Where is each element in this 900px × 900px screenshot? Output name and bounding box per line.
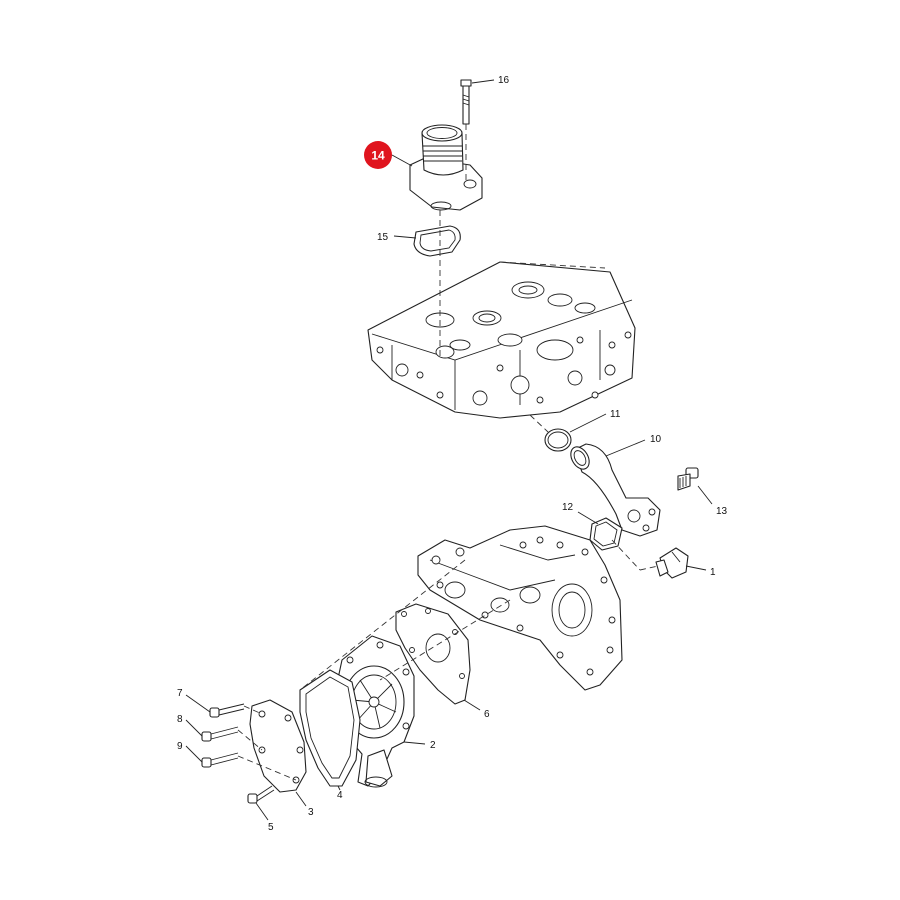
cylinder-head-assembly <box>367 261 636 419</box>
callout-12[interactable]: 12 <box>562 502 574 513</box>
highlight-label: 14 <box>371 149 385 163</box>
part-10-water-pipe[interactable] <box>567 443 661 537</box>
callout-4[interactable]: 4 <box>337 790 343 801</box>
leader-lines <box>185 79 713 821</box>
callout-5[interactable]: 5 <box>268 822 274 833</box>
part-9-bolt[interactable] <box>201 752 239 768</box>
callout-11[interactable]: 11 <box>610 409 621 420</box>
part-4-gasket[interactable] <box>299 669 361 787</box>
callout-15[interactable]: 15 <box>377 232 389 243</box>
callout-10[interactable]: 10 <box>650 434 662 445</box>
part-5-bolt[interactable] <box>247 785 275 804</box>
callout-3[interactable]: 3 <box>308 807 314 818</box>
assembly-lines <box>237 124 659 781</box>
part-6-gasket[interactable] <box>395 603 471 705</box>
part-1-fitting[interactable] <box>655 547 689 579</box>
part-15-gasket[interactable] <box>413 225 461 257</box>
part-3-cover[interactable] <box>249 699 307 793</box>
part-7-bolt[interactable] <box>209 703 245 718</box>
callout-6[interactable]: 6 <box>484 709 490 720</box>
part-14-thermostat-housing[interactable] <box>409 124 483 211</box>
part-11-o-ring[interactable] <box>544 428 572 452</box>
callout-7[interactable]: 7 <box>177 688 183 699</box>
part-16-bolt[interactable] <box>460 79 472 125</box>
callout-9[interactable]: 9 <box>177 741 183 752</box>
callout-13[interactable]: 13 <box>716 506 728 517</box>
callout-8[interactable]: 8 <box>177 714 183 725</box>
callout-16[interactable]: 16 <box>498 75 510 86</box>
part-13-bolt[interactable] <box>677 467 699 491</box>
part-12-gasket[interactable] <box>589 517 623 551</box>
callout-2[interactable]: 2 <box>430 740 436 751</box>
callout-labels: 16 15 11 10 13 12 1 6 2 4 3 5 7 8 9 <box>177 75 728 833</box>
part-8-bolt[interactable] <box>201 726 239 742</box>
highlight-badge-14[interactable]: 14 <box>364 141 392 169</box>
callout-1[interactable]: 1 <box>710 567 716 578</box>
timing-gear-case <box>417 525 623 691</box>
